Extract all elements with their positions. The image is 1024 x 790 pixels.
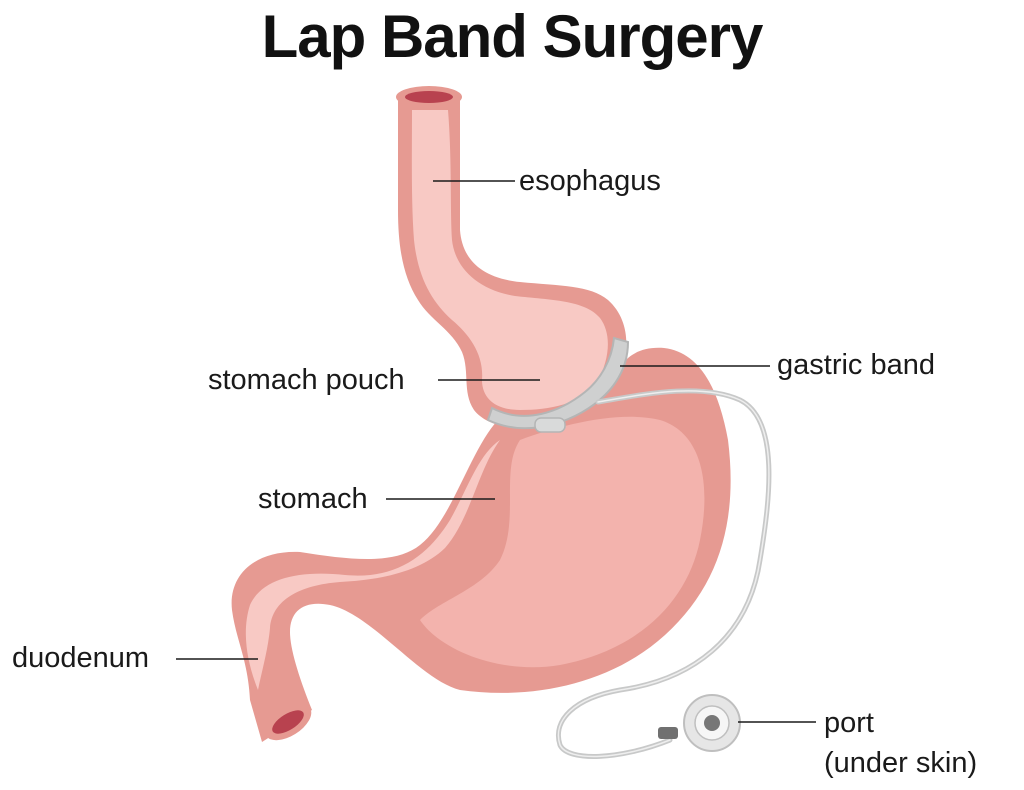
port-device [658,694,741,752]
band-connector [534,417,566,433]
label-stomach: stomach [258,483,368,515]
label-port: port [824,707,874,739]
port-tube-inner [557,390,770,758]
port-center [704,715,720,731]
label-port-note: (under skin) [824,747,978,779]
port-connector [658,727,678,739]
label-esophagus: esophagus [519,165,661,197]
esophagus-lumen [405,91,453,103]
stomach-shape [231,347,731,742]
stomach-inner [420,416,705,668]
esophagus-highlight [411,110,608,410]
duodenum-lumen [272,710,304,734]
leader-lines [176,180,816,723]
esophagus-shape [396,86,627,429]
gastric-band [486,336,630,433]
label-duodenum: duodenum [12,642,150,674]
label-stomach-pouch: stomach pouch [208,364,405,396]
label-gastric-band: gastric band [777,349,935,381]
diagram-title: Lap Band Surgery [261,3,764,70]
band-strap [486,336,630,430]
